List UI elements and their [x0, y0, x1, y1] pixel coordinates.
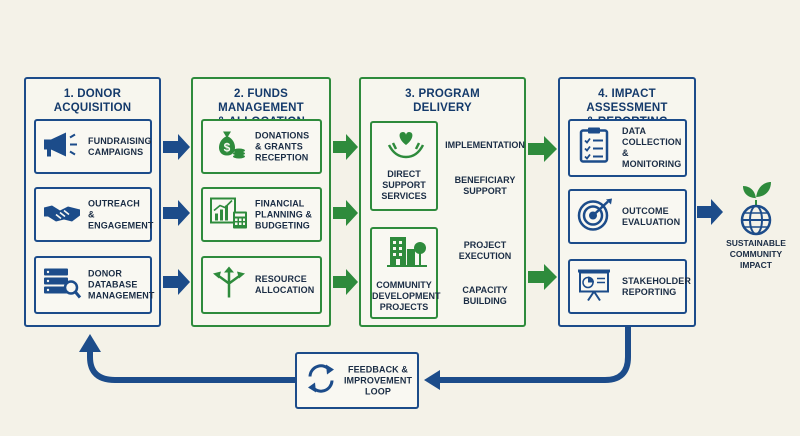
item-financial-planning: FINANCIAL PLANNING & BUDGETING: [201, 187, 322, 242]
refresh-cycle-icon: [303, 360, 339, 401]
feedback-loop-path: [440, 327, 631, 383]
item-fundraising-campaigns: FUNDRAISING CAMPAIGNS: [34, 119, 152, 174]
item-label: DONATIONS & GRANTS RECEPTION: [255, 130, 310, 162]
item-stakeholder-reporting: STAKEHOLDER REPORTING: [568, 259, 691, 314]
item-donor-database: DONOR DATABASE MANAGEMENT: [34, 256, 155, 314]
item-resource-allocation: RESOURCE ALLOCATION: [201, 256, 322, 314]
clipboard-checklist-icon: [576, 127, 614, 169]
stage2-to-stage3-arrows: [333, 134, 358, 295]
split-arrows-icon: [209, 266, 249, 305]
stage-donor-acquisition: 1. DONOR ACQUISITION FUNDRAISING CAMPAIG…: [24, 77, 161, 327]
stage3-to-stage4-arrows: [528, 136, 557, 290]
item-community-projects: COMMUNITY DEVELOPMENT PROJECTS: [370, 227, 441, 319]
item-label: RESOURCE ALLOCATION: [255, 274, 315, 295]
item-label: FINANCIAL PLANNING & BUDGETING: [255, 198, 312, 230]
flow-label-implementation: IMPLEMENTATION: [445, 140, 525, 150]
outcome-node: SUSTAINABLE COMMUNITY IMPACT: [716, 176, 796, 276]
money-bag-icon: $: [209, 127, 249, 166]
item-label: DONOR DATABASE MANAGEMENT: [88, 268, 155, 301]
stage-title: 1. DONOR ACQUISITION: [53, 88, 132, 114]
item-label: DATA COLLECTION & MONITORING: [622, 126, 682, 169]
stage-title: 3. PROGRAM DELIVERY: [405, 88, 480, 114]
item-label: OUTREACH & ENGAGEMENT: [88, 198, 154, 230]
flow-label-project-execution: PROJECT EXECUTION: [458, 240, 512, 261]
heart-hands-icon: [387, 127, 425, 166]
database-search-icon: [42, 266, 82, 305]
item-label: STAKEHOLDER REPORTING: [622, 275, 691, 297]
item-label: FUNDRAISING CAMPAIGNS: [88, 135, 152, 157]
item-label: DIRECT SUPPORT SERVICES: [381, 169, 427, 201]
flow-label-capacity-building: CAPACITY BUILDING: [462, 285, 508, 306]
chart-calculator-icon: [209, 195, 249, 234]
stage-program-delivery: 3. PROGRAM DELIVERY DIRECT SUPPORT SERVI…: [359, 77, 526, 327]
building-tree-icon: [387, 233, 427, 274]
stage-funds-management: 2. FUNDS MANAGEMENT & ALLOCATION $ DONAT…: [191, 77, 331, 327]
item-direct-support: DIRECT SUPPORT SERVICES: [370, 121, 438, 211]
item-donations-grants: $ DONATIONS & GRANTS RECEPTION: [201, 119, 322, 174]
outcome-label: SUSTAINABLE COMMUNITY IMPACT: [726, 238, 786, 270]
globe-sprout-icon: [735, 178, 777, 241]
feedback-loop-box: FEEDBACK & IMPROVEMENT LOOP: [295, 352, 419, 409]
stage1-to-stage2-arrows: [163, 134, 190, 295]
megaphone-icon: [42, 129, 82, 164]
svg-text:$: $: [224, 140, 231, 154]
item-outreach-engagement: OUTREACH & ENGAGEMENT: [34, 187, 154, 242]
presentation-icon: [576, 267, 614, 306]
handshake-icon: [42, 197, 82, 232]
flow-label-beneficiary-support: BENEFICIARY SUPPORT: [454, 175, 516, 196]
item-label: OUTCOME EVALUATION: [622, 205, 681, 227]
item-data-collection: DATA COLLECTION & MONITORING: [568, 119, 687, 177]
item-outcome-evaluation: OUTCOME EVALUATION: [568, 189, 687, 244]
feedback-label: FEEDBACK & IMPROVEMENT LOOP: [343, 364, 413, 396]
item-label: COMMUNITY DEVELOPMENT PROJECTS: [372, 280, 441, 312]
stage4-to-outcome-arrow: [697, 199, 723, 225]
stage-impact-assessment: 4. IMPACT ASSESSMENT & REPORTING DATA CO…: [558, 77, 696, 327]
target-icon: [576, 197, 614, 236]
